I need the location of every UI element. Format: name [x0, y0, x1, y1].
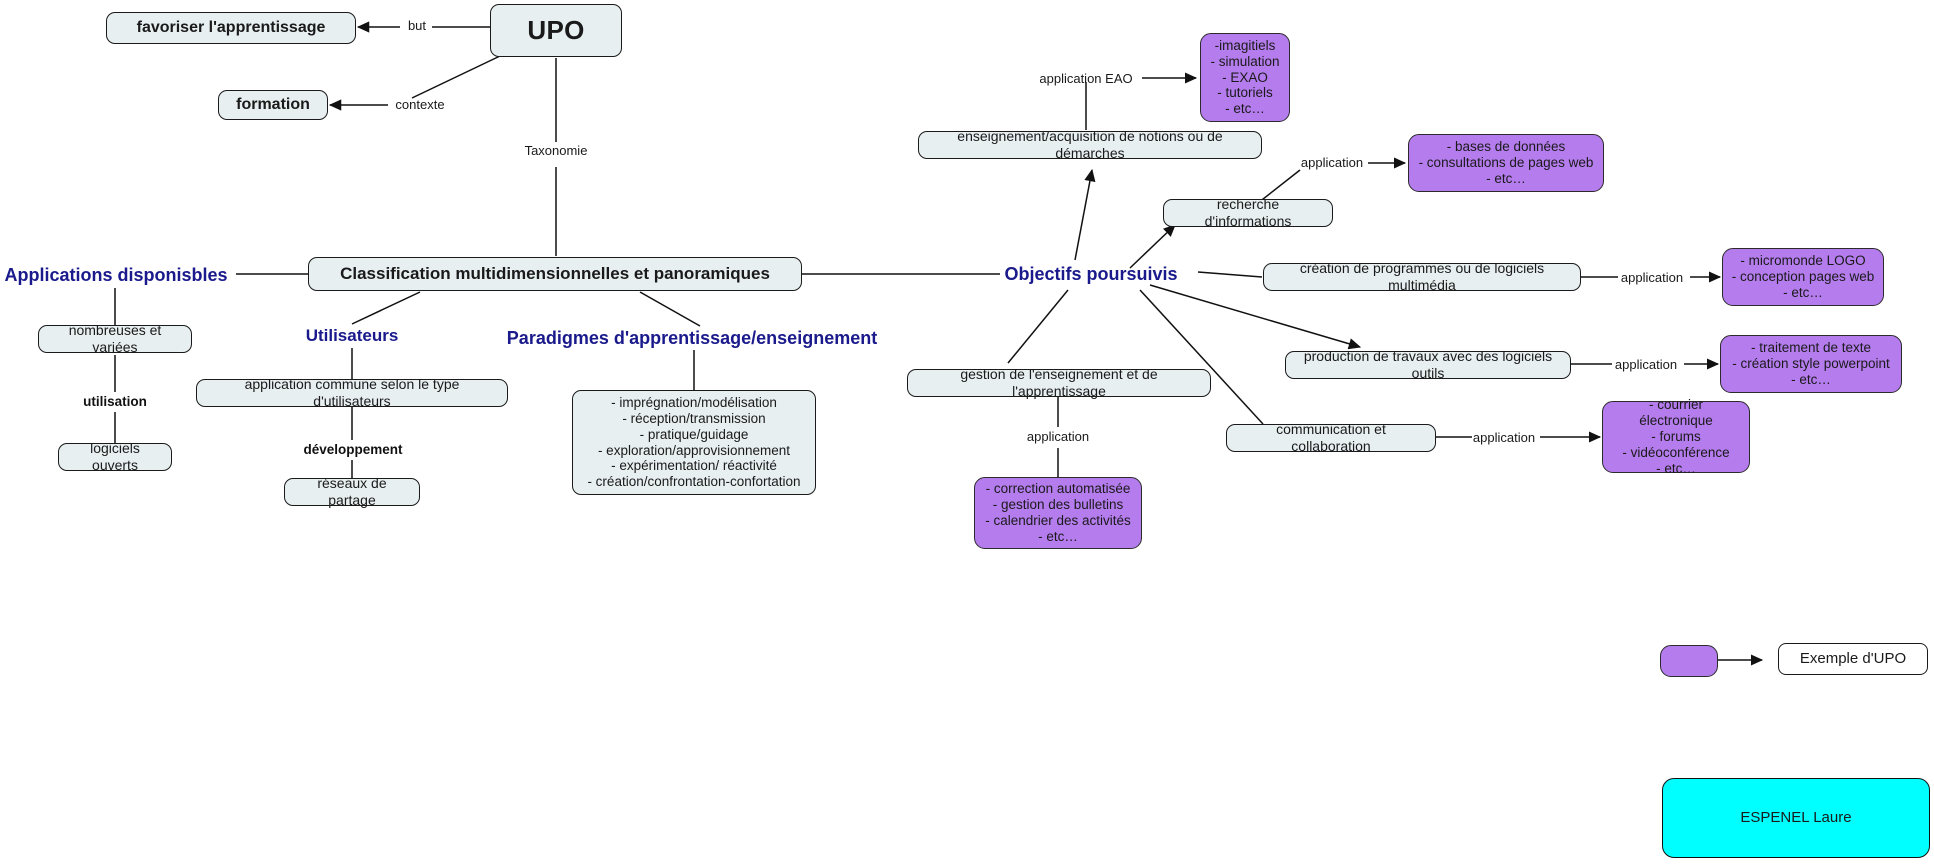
node-recherche-informations[interactable]: recherche d'informations: [1163, 196, 1333, 229]
node-classification[interactable]: Classification multidimensionnelles et p…: [308, 257, 802, 291]
link-label-application-communication: application: [1464, 428, 1544, 446]
link-label-application-eao-text: application EAO: [1039, 70, 1133, 86]
node-communication-examples[interactable]: - courrier électronique - forums - vidéo…: [1602, 397, 1750, 476]
link-label-application-communication-text: application: [1472, 429, 1536, 445]
link-label-developpement-text: développement: [303, 441, 403, 457]
node-application-commune-label: application commune selon le type d'util…: [244, 376, 460, 409]
link-label-application-gestion: application: [1018, 427, 1098, 445]
link-label-contexte: contexte: [388, 95, 452, 113]
link-label-utilisation-text: utilisation: [83, 393, 147, 409]
node-production-examples[interactable]: - traitement de texte - création style p…: [1720, 335, 1902, 393]
node-creation-programmes-label: création de programmes ou de logiciels m…: [1299, 260, 1545, 293]
node-recherche-examples[interactable]: - bases de données - consultations de pa…: [1408, 134, 1604, 192]
edge-objectifs-enseignement: [1074, 168, 1096, 261]
node-upo[interactable]: UPO: [490, 4, 622, 57]
node-production-examples-label: - traitement de texte - création style p…: [1732, 340, 1890, 387]
node-classification-label: Classification multidimensionnelles et p…: [340, 263, 770, 283]
node-gestion-enseignement[interactable]: gestion de l'enseignement et de l'appren…: [907, 366, 1211, 399]
node-favoriser-apprentissage[interactable]: favoriser l'apprentissage: [106, 12, 356, 44]
link-label-application-recherche: application: [1292, 153, 1372, 171]
legend-purple-swatch: [1660, 645, 1718, 677]
node-paradigmes-list-label: - imprégnation/modélisation - réception/…: [587, 394, 801, 490]
node-logiciels-ouverts[interactable]: logiciels ouverts: [58, 440, 172, 473]
link-label-application-production: application: [1606, 355, 1686, 373]
node-formation[interactable]: formation: [218, 90, 328, 120]
link-label-but-text: but: [407, 17, 427, 33]
author-badge: ESPENEL Laure: [1662, 778, 1930, 858]
edge-objectifs-production: [1149, 284, 1362, 350]
heading-objectifs-poursuivis[interactable]: Objectifs poursuivis: [1000, 262, 1182, 286]
heading-objectifs-poursuivis-label: Objectifs poursuivis: [1004, 263, 1178, 284]
node-production-travaux[interactable]: production de travaux avec des logiciels…: [1285, 348, 1571, 381]
link-label-application-gestion-text: application: [1026, 428, 1090, 444]
node-nombreuses-variees-label: nombreuses et variées: [68, 322, 162, 355]
link-label-taxonomie: Taxonomie: [512, 141, 600, 159]
node-enseignement-acquisition-label: enseignement/acquisition de notions ou d…: [957, 128, 1223, 161]
node-reseaux-partage-label: réseaux de partage: [317, 475, 387, 508]
node-creation-programmes[interactable]: création de programmes ou de logiciels m…: [1263, 260, 1581, 293]
link-label-utilisation: utilisation: [64, 392, 166, 410]
node-eao-examples-label: -imagitiels - simulation - EXAO - tutori…: [1210, 37, 1280, 117]
link-label-developpement: développement: [286, 440, 420, 458]
link-label-taxonomie-text: Taxonomie: [524, 142, 588, 158]
author-badge-label: ESPENEL Laure: [1740, 809, 1852, 827]
link-label-application-eao: application EAO: [1030, 69, 1142, 87]
node-communication-collaboration-label: communication et collaboration: [1276, 421, 1386, 454]
legend-exemple-upo-label: Exemple d'UPO: [1799, 650, 1907, 668]
link-label-application-production-text: application: [1614, 356, 1678, 372]
node-enseignement-acquisition[interactable]: enseignement/acquisition de notions ou d…: [918, 128, 1262, 161]
node-gestion-examples-label: - correction automatisée - gestion des b…: [985, 481, 1131, 544]
link-label-application-creation-text: application: [1620, 269, 1684, 285]
edge-classification-utilisateurs: [351, 291, 421, 325]
node-gestion-examples[interactable]: - correction automatisée - gestion des b…: [974, 477, 1142, 549]
node-creation-examples-label: - micromonde LOGO - conception pages web…: [1731, 253, 1875, 300]
heading-utilisateurs-label: Utilisateurs: [305, 326, 399, 345]
node-formation-label: formation: [236, 95, 310, 113]
node-reseaux-partage[interactable]: réseaux de partage: [284, 475, 420, 508]
heading-applications-disponibles[interactable]: Applications disponisbles: [0, 263, 232, 287]
node-creation-examples[interactable]: - micromonde LOGO - conception pages web…: [1722, 248, 1884, 306]
node-upo-label: UPO: [527, 15, 585, 46]
node-eao-examples[interactable]: -imagitiels - simulation - EXAO - tutori…: [1200, 33, 1290, 122]
heading-paradigmes-label: Paradigmes d'apprentissage/enseignement: [506, 327, 878, 348]
link-label-application-recherche-text: application: [1300, 154, 1364, 170]
edge-upo-contexte: [411, 55, 501, 99]
node-recherche-examples-label: - bases de données - consultations de pa…: [1418, 139, 1594, 186]
legend-exemple-upo[interactable]: Exemple d'UPO: [1778, 643, 1928, 675]
edge-objectifs-communication: [1139, 289, 1264, 425]
node-application-commune[interactable]: application commune selon le type d'util…: [196, 376, 508, 409]
link-label-application-creation: application: [1612, 268, 1692, 286]
node-communication-collaboration[interactable]: communication et collaboration: [1226, 421, 1436, 454]
node-production-travaux-label: production de travaux avec des logiciels…: [1303, 348, 1553, 381]
node-paradigmes-list[interactable]: - imprégnation/modélisation - réception/…: [572, 390, 816, 495]
edge-objectifs-creation: [1197, 271, 1263, 278]
node-gestion-enseignement-label: gestion de l'enseignement et de l'appren…: [960, 366, 1158, 399]
node-logiciels-ouverts-label: logiciels ouverts: [90, 440, 140, 473]
node-favoriser-apprentissage-label: favoriser l'apprentissage: [136, 18, 326, 36]
node-recherche-informations-label: recherche d'informations: [1204, 196, 1292, 229]
heading-paradigmes[interactable]: Paradigmes d'apprentissage/enseignement: [490, 326, 894, 350]
heading-utilisateurs[interactable]: Utilisateurs: [290, 325, 414, 347]
node-communication-examples-label: - courrier électronique - forums - vidéo…: [1622, 397, 1730, 476]
node-nombreuses-variees[interactable]: nombreuses et variées: [38, 322, 192, 355]
link-label-contexte-text: contexte: [395, 96, 445, 112]
edge-classification-paradigmes: [639, 291, 701, 327]
link-label-but: but: [400, 16, 434, 34]
edge-objectifs-gestion: [1007, 289, 1069, 364]
heading-applications-disponibles-label: Applications disponisbles: [4, 264, 228, 285]
